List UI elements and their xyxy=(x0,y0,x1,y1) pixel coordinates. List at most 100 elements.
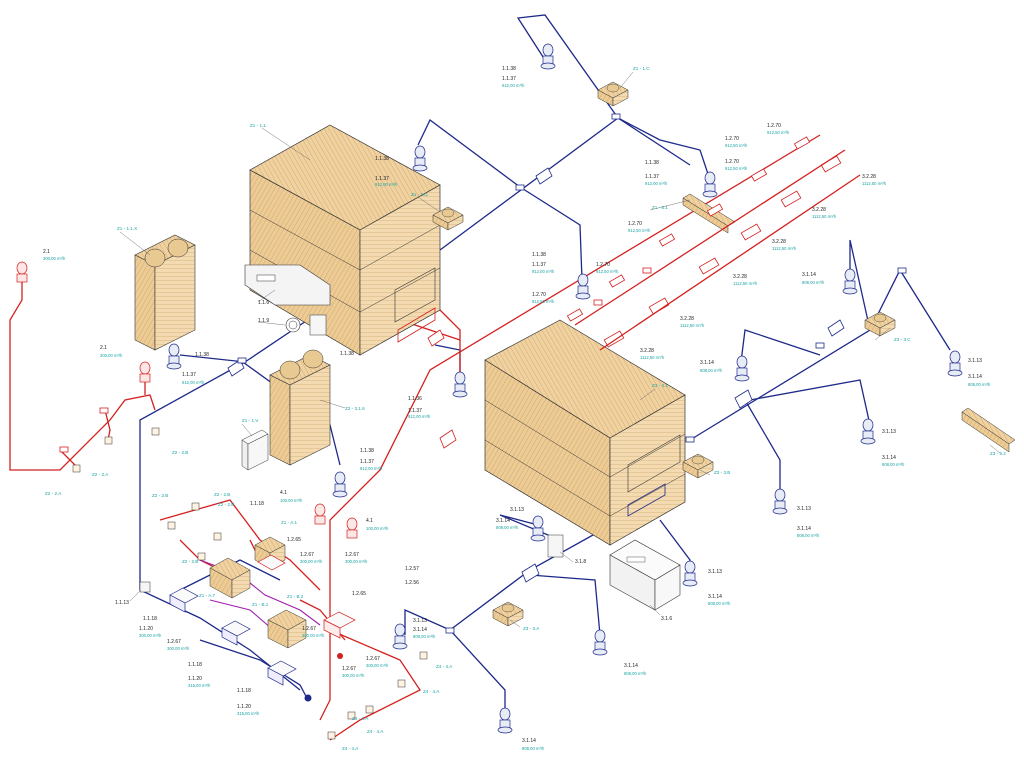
tag-1-1-18: 1.1.18 xyxy=(188,662,202,668)
tag-1-1-18: 1.1.18 xyxy=(143,616,157,622)
ahu-z3-3-1 xyxy=(484,319,686,546)
flow-808: 808,00 m³/h xyxy=(522,746,545,751)
tag-1-1-20: 1.1.20 xyxy=(188,676,202,682)
label-z1-a7: Z1 - A.7 xyxy=(199,593,216,598)
flow-300: 300,00 m³/h xyxy=(43,256,66,261)
unit-z1-1-1-x xyxy=(134,234,196,351)
flow-912: 912,00 m³/h xyxy=(645,181,668,186)
label-3-1-6: 3.1.6 xyxy=(661,616,672,622)
tag-3-1-14: 3.1.14 xyxy=(802,272,816,278)
tag-1-1-37: 1.1.37 xyxy=(360,459,374,465)
tag-1-1-38: 1.1.38 xyxy=(532,252,546,258)
diffuser-11 xyxy=(860,418,876,445)
flow-912: 912,00 m³/h xyxy=(532,269,555,274)
tag-z4-4a: Z4 - 4.A xyxy=(436,664,453,669)
flow-912: 912,00 m³/h xyxy=(182,380,205,385)
tag-1-2-70: 1.2.70 xyxy=(725,136,739,142)
tag-1-2-56: 1.2.56 xyxy=(405,580,419,586)
diffuser-2 xyxy=(412,145,428,172)
leader-lines xyxy=(119,71,1001,628)
zone-tags: Z2 - 2.A Z2 - 2.A Z2 - 2.B Z2 - 2.B Z2 -… xyxy=(45,450,453,751)
flow-315: 315,00 m³/h xyxy=(188,683,211,688)
diffuser-7 xyxy=(332,471,348,498)
tag-1-1-38: 1.1.38 xyxy=(645,160,659,166)
diffuser-3 xyxy=(702,171,718,198)
flow-808: 808,00 m³/h xyxy=(882,462,905,467)
tag-1-2-57: 1.2.57 xyxy=(405,566,419,572)
flow-808: 808,00 m³/h xyxy=(700,368,723,373)
tag-4-1: 4.1 xyxy=(366,518,373,524)
tag-1-1-18: 1.1.18 xyxy=(237,688,251,694)
tag-1-2-70: 1.2.70 xyxy=(725,159,739,165)
flow-1112-50: 1112,50 m³/h xyxy=(733,281,758,286)
flow-315: 315,00 m³/h xyxy=(237,711,260,716)
tag-1-2-67: 1.2.67 xyxy=(167,639,181,645)
exhaust-terminal-3 xyxy=(314,503,326,525)
tag-3-1-14: 3.1.14 xyxy=(797,526,811,532)
tag-z4-4a: Z4 - 4.A xyxy=(352,716,369,721)
tag-1-1-20: 1.1.20 xyxy=(139,626,153,632)
tag-1-1-37: 1.1.37 xyxy=(408,408,422,414)
label-z2-3-1-6: Z2 - 3.1.6 xyxy=(345,406,365,411)
flow-300: 300,00 m³/h xyxy=(100,353,123,358)
ahu-z1-1-1 xyxy=(249,124,441,356)
tag-3-1-14: 3.1.14 xyxy=(496,518,510,524)
flow-912-50: 912,50 m³/h xyxy=(725,143,748,148)
tag-1-1-37: 1.1.37 xyxy=(502,76,516,82)
flow-808: 808,00 m³/h xyxy=(968,382,991,387)
flow-300: 300,00 m³/h xyxy=(167,646,190,651)
tag-1-2-67: 1.2.67 xyxy=(302,626,316,632)
label-3-1-8: 3.1.8 xyxy=(575,559,586,565)
tag-z2-2b: Z2 - 2.B xyxy=(172,450,188,455)
tag-1-2-70: 1.2.70 xyxy=(596,262,610,268)
flow-808: 808,00 m³/h xyxy=(708,601,731,606)
tag-z4-4a: Z4 - 4.A xyxy=(367,729,384,734)
tag-1-1-38: 1.1.38 xyxy=(502,66,516,72)
flow-912-50: 912,50 m³/h xyxy=(532,299,555,304)
terminal-labels: 1.1.38 1.1.37 912,00 m³/h 1.1.38 1.1.37 … xyxy=(43,66,991,751)
tag-3-1-14: 3.1.14 xyxy=(624,663,638,669)
tag-3-2-28: 3.2.28 xyxy=(812,207,826,213)
label-z3-5-2: Z3 - 5.2 xyxy=(990,451,1006,456)
tag-3-1-13: 3.1.13 xyxy=(882,429,896,435)
flow-1112-50: 1112,50 m³/h xyxy=(640,355,665,360)
diffuser-12 xyxy=(772,488,788,515)
tag-3-1-14: 3.1.14 xyxy=(413,627,427,633)
label-z3-3-a: Z3 - 3.A xyxy=(523,626,540,631)
flow-100: 100,00 m³/h xyxy=(366,526,389,531)
flow-300: 300,00 m³/h xyxy=(302,633,325,638)
exhaust-grilles xyxy=(566,136,861,351)
diffuser-16 xyxy=(392,623,408,650)
tag-3-2-28: 3.2.28 xyxy=(772,239,786,245)
flow-912-50: 912,50 m³/h xyxy=(596,269,619,274)
tag-1-1-37: 1.1.37 xyxy=(532,262,546,268)
tag-1-1-18: 1.1.18 xyxy=(250,501,264,507)
tag-z2-2b: Z2 - 2.B xyxy=(152,493,168,498)
tag-1-1-38: 1.1.38 xyxy=(195,352,209,358)
exhaust-terminal-4 xyxy=(346,517,358,539)
tag-z2-2b: Z2 - 2.B xyxy=(214,492,230,497)
supply-diffusers xyxy=(166,43,963,734)
tag-3-2-28: 3.2.28 xyxy=(862,174,876,180)
flow-912-50: 912,50 m³/h xyxy=(767,130,790,135)
exhaust-terminal-2 xyxy=(139,361,151,383)
tag-3-1-14: 3.1.14 xyxy=(968,374,982,380)
tag-3-1-14: 3.1.14 xyxy=(882,455,896,461)
tag-1-2-65: 1.2.65 xyxy=(287,537,301,543)
label-1-1-9: 1.1.9 xyxy=(258,318,269,324)
flow-808: 808,00 m³/h xyxy=(496,525,519,530)
tag-1-2-67: 1.2.67 xyxy=(300,552,314,558)
label-1-1-6: 1.1.6 xyxy=(258,300,269,306)
diffuser-4 xyxy=(575,273,591,300)
tag-1-2-65: 1.2.65 xyxy=(352,591,366,597)
tag-1-1-38: 1.1.38 xyxy=(360,448,374,454)
diffuser-17 xyxy=(497,707,513,734)
tag-z2-2b: Z2 - 2.B xyxy=(182,559,198,564)
diffuser-14 xyxy=(682,560,698,587)
diffuser-15 xyxy=(592,629,608,656)
flow-912-50: 912,50 m³/h xyxy=(628,228,651,233)
label-z1-1-1-x: Z1 - 1.1.X xyxy=(117,226,137,231)
tag-1-2-70: 1.2.70 xyxy=(628,221,642,227)
diffuser-8 xyxy=(842,268,858,295)
